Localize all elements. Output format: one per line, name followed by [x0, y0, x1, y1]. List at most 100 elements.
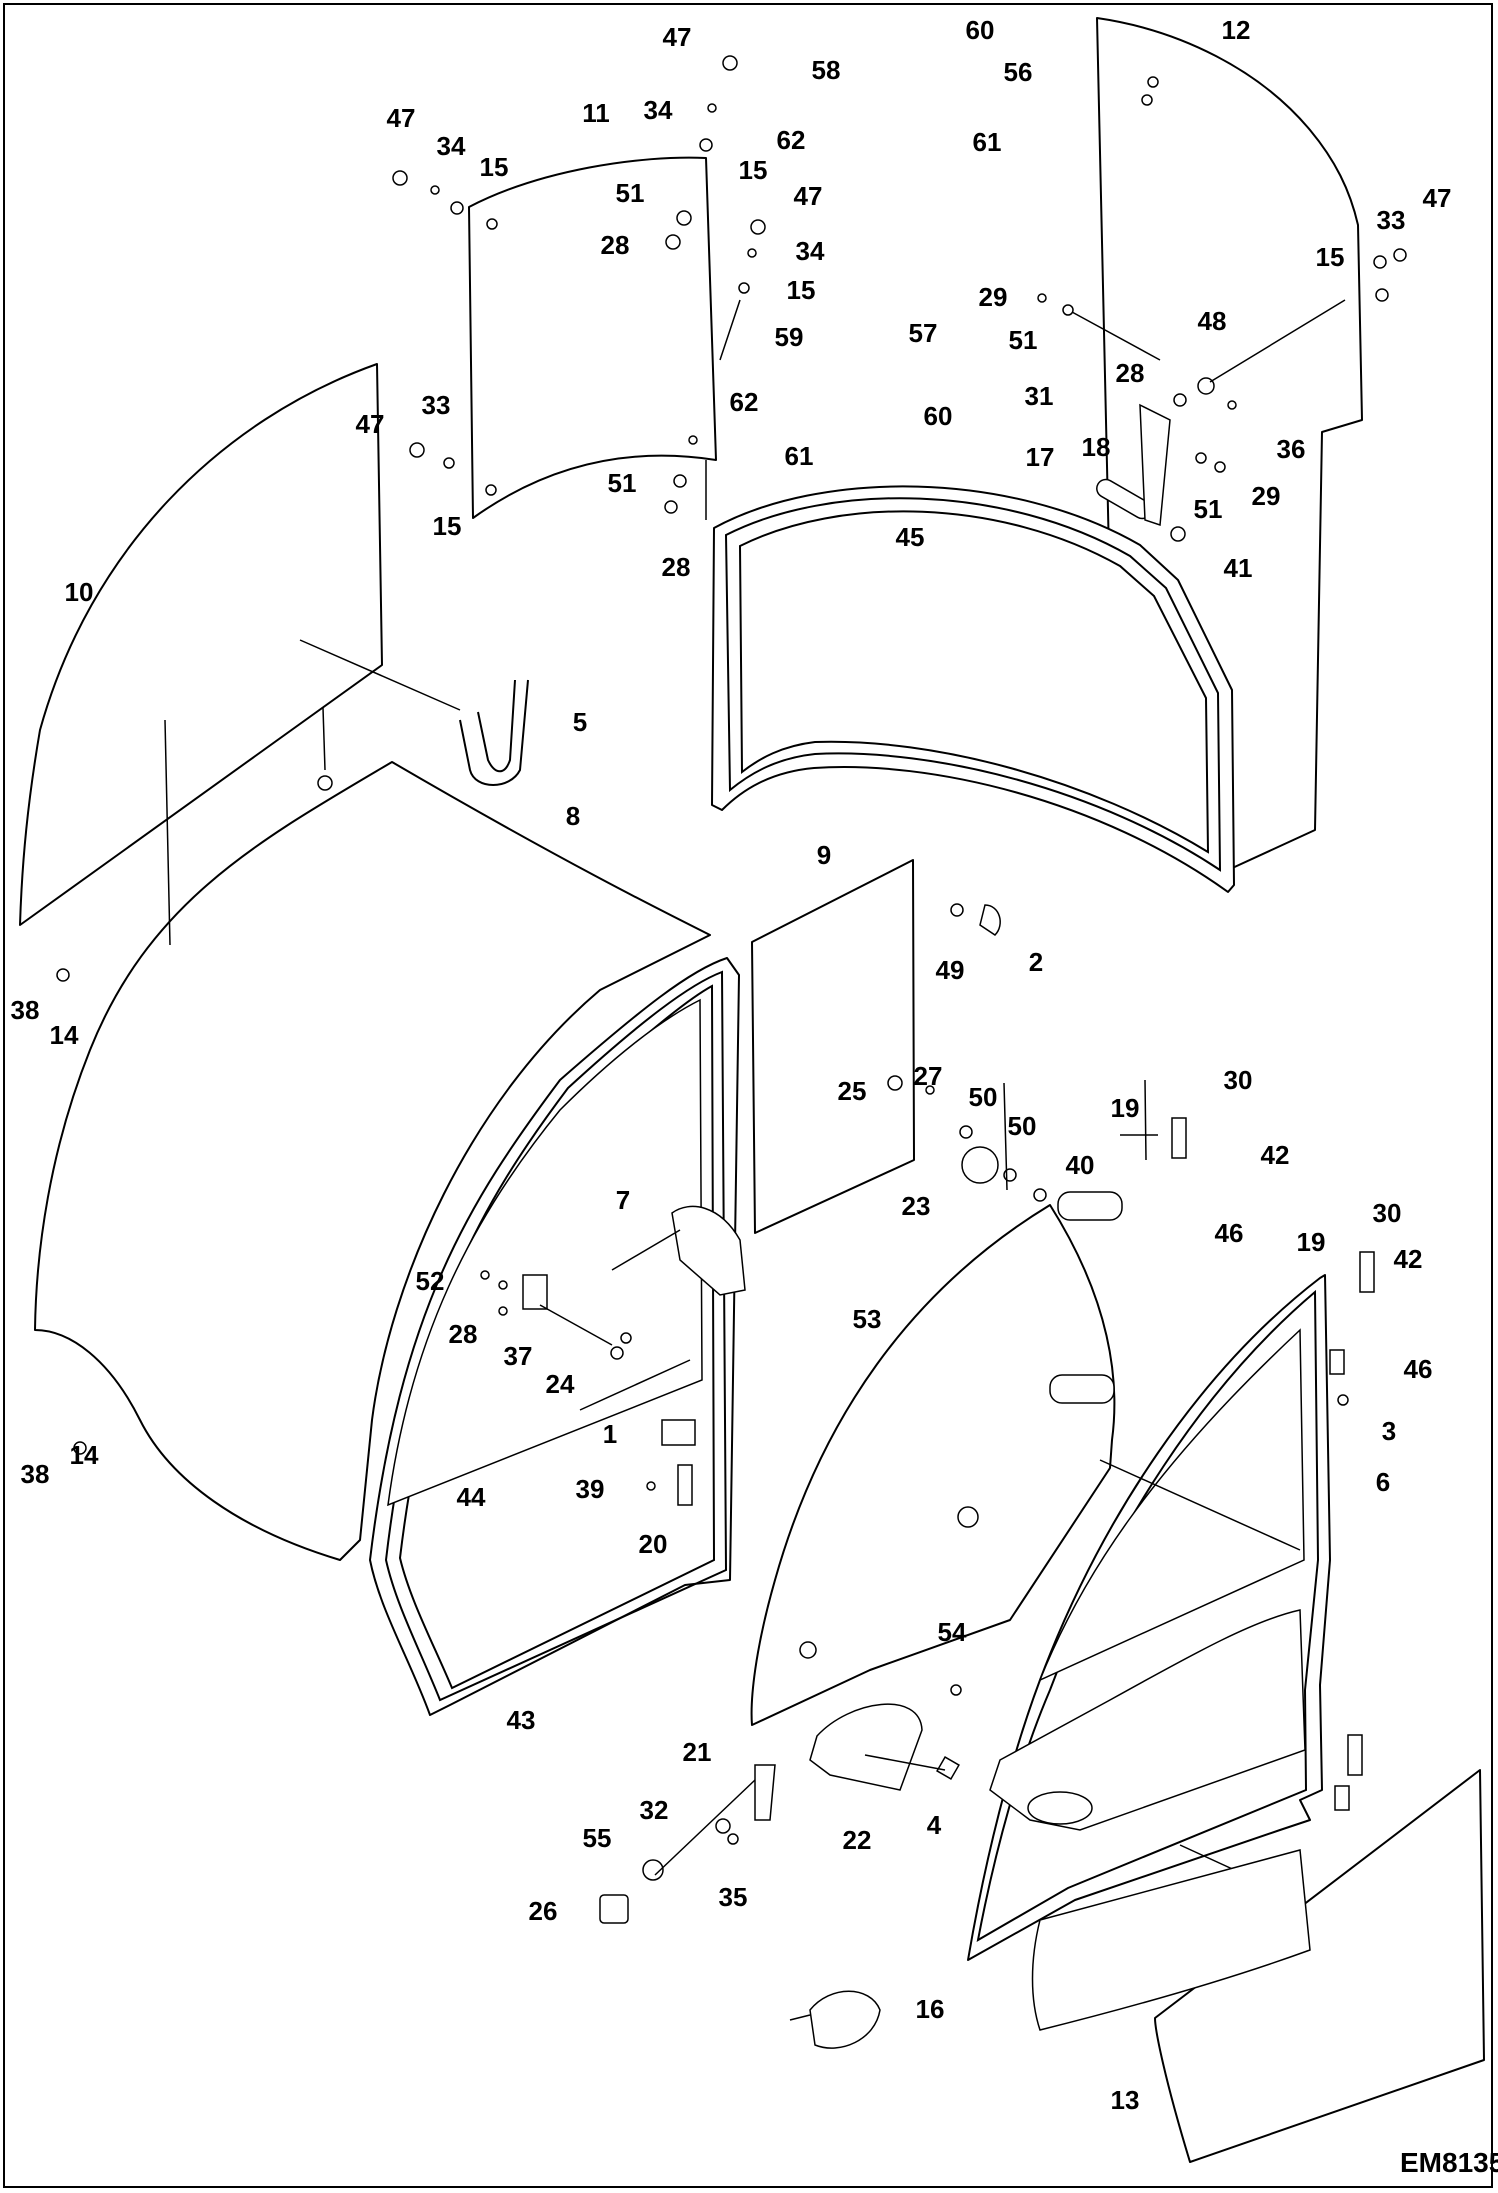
callout-28: 28	[449, 1319, 478, 1349]
leader-lines	[299, 299, 1346, 2021]
callout-32: 32	[640, 1795, 669, 1825]
callout-11: 11	[582, 98, 610, 128]
callout-43: 43	[507, 1705, 536, 1735]
callout-50: 50	[969, 1082, 998, 1112]
callout-24: 24	[546, 1369, 575, 1399]
callout-17: 17	[1026, 442, 1055, 472]
part-8-cab-side-panel	[34, 761, 711, 1561]
callout-58: 58	[812, 55, 841, 85]
callout-41: 41	[1224, 553, 1253, 583]
part-45-window-gasket	[711, 485, 1235, 893]
part-12-rear-panel	[1096, 17, 1363, 871]
callout-56: 56	[1004, 57, 1033, 87]
part-5-u-bracket	[459, 679, 529, 786]
part-9-glass-pane	[751, 859, 915, 1234]
callout-30: 30	[1373, 1198, 1402, 1228]
callout-8: 8	[566, 801, 580, 831]
callout-3: 3	[1382, 1416, 1396, 1446]
callout-51: 51	[1194, 494, 1223, 524]
callout-46: 46	[1215, 1218, 1244, 1248]
callout-37: 37	[504, 1341, 533, 1371]
callout-36: 36	[1277, 434, 1306, 464]
callout-52: 52	[416, 1266, 445, 1296]
callout-61: 61	[973, 127, 1002, 157]
callout-44: 44	[457, 1482, 486, 1512]
callout-62: 62	[777, 125, 806, 155]
callout-51: 51	[608, 468, 637, 498]
callout-26: 26	[529, 1896, 558, 1926]
callout-60: 60	[924, 401, 953, 431]
callout-2: 2	[1029, 947, 1043, 977]
callout-23: 23	[902, 1191, 931, 1221]
hardware-group	[56, 55, 1407, 2049]
callout-15: 15	[787, 275, 816, 305]
callout-38: 38	[11, 995, 40, 1025]
callout-49: 49	[936, 955, 965, 985]
part-11-upper-glass	[468, 156, 717, 519]
callout-22: 22	[843, 1825, 872, 1855]
callout-35: 35	[719, 1882, 748, 1912]
callout-45: 45	[896, 522, 925, 552]
callout-28: 28	[601, 230, 630, 260]
callout-47: 47	[387, 103, 416, 133]
callout-39: 39	[576, 1474, 605, 1504]
callout-61: 61	[785, 441, 814, 471]
callout-27: 27	[914, 1061, 943, 1091]
callout-30: 30	[1224, 1065, 1253, 1095]
callout-5: 5	[573, 707, 587, 737]
callout-62: 62	[730, 387, 759, 417]
callout-33: 33	[422, 390, 451, 420]
callout-40: 40	[1066, 1150, 1095, 1180]
callout-6: 6	[1376, 1467, 1390, 1497]
callout-46: 46	[1404, 1354, 1433, 1384]
callout-33: 33	[1377, 205, 1406, 235]
callout-28: 28	[1116, 358, 1145, 388]
callout-1: 1	[603, 1419, 617, 1449]
callout-13: 13	[1111, 2085, 1140, 2115]
callout-20: 20	[639, 1529, 668, 1559]
part-13-door-cover	[1154, 1769, 1485, 2163]
callout-48: 48	[1198, 306, 1227, 336]
callout-25: 25	[838, 1076, 867, 1106]
callout-29: 29	[1252, 481, 1281, 511]
callout-57: 57	[909, 318, 938, 348]
callout-42: 42	[1394, 1244, 1423, 1274]
callout-59: 59	[775, 322, 804, 352]
callout-51: 51	[616, 178, 645, 208]
callout-7: 7	[616, 1185, 630, 1215]
callout-15: 15	[433, 511, 462, 541]
callout-47: 47	[1423, 183, 1452, 213]
callout-34: 34	[437, 131, 466, 161]
callout-34: 34	[644, 95, 673, 125]
callout-14: 14	[70, 1440, 99, 1470]
callout-15: 15	[739, 155, 768, 185]
part-53-door-glass	[750, 1204, 1116, 1726]
callout-29: 29	[979, 282, 1008, 312]
diagram-code: EM8135	[1400, 2147, 1498, 2178]
callout-16: 16	[916, 1994, 945, 2024]
callout-21: 21	[683, 1737, 712, 1767]
callout-50: 50	[1008, 1111, 1037, 1141]
callout-38: 38	[21, 1459, 50, 1489]
callout-19: 19	[1297, 1227, 1326, 1257]
callout-51: 51	[1009, 325, 1038, 355]
callout-28: 28	[662, 552, 691, 582]
callout-12: 12	[1222, 15, 1251, 45]
callout-47: 47	[356, 409, 385, 439]
callout-9: 9	[817, 840, 831, 870]
callout-60: 60	[966, 15, 995, 45]
callout-19: 19	[1111, 1093, 1140, 1123]
callout-31: 31	[1025, 381, 1054, 411]
part-10-front-glass	[19, 363, 383, 926]
callout-10: 10	[65, 577, 94, 607]
callout-15: 15	[1316, 242, 1345, 272]
callout-55: 55	[583, 1823, 612, 1853]
callout-53: 53	[853, 1304, 882, 1334]
callout-42: 42	[1261, 1140, 1290, 1170]
callout-54: 54	[938, 1617, 967, 1647]
callout-34: 34	[796, 236, 825, 266]
callout-47: 47	[794, 181, 823, 211]
callout-14: 14	[50, 1020, 79, 1050]
